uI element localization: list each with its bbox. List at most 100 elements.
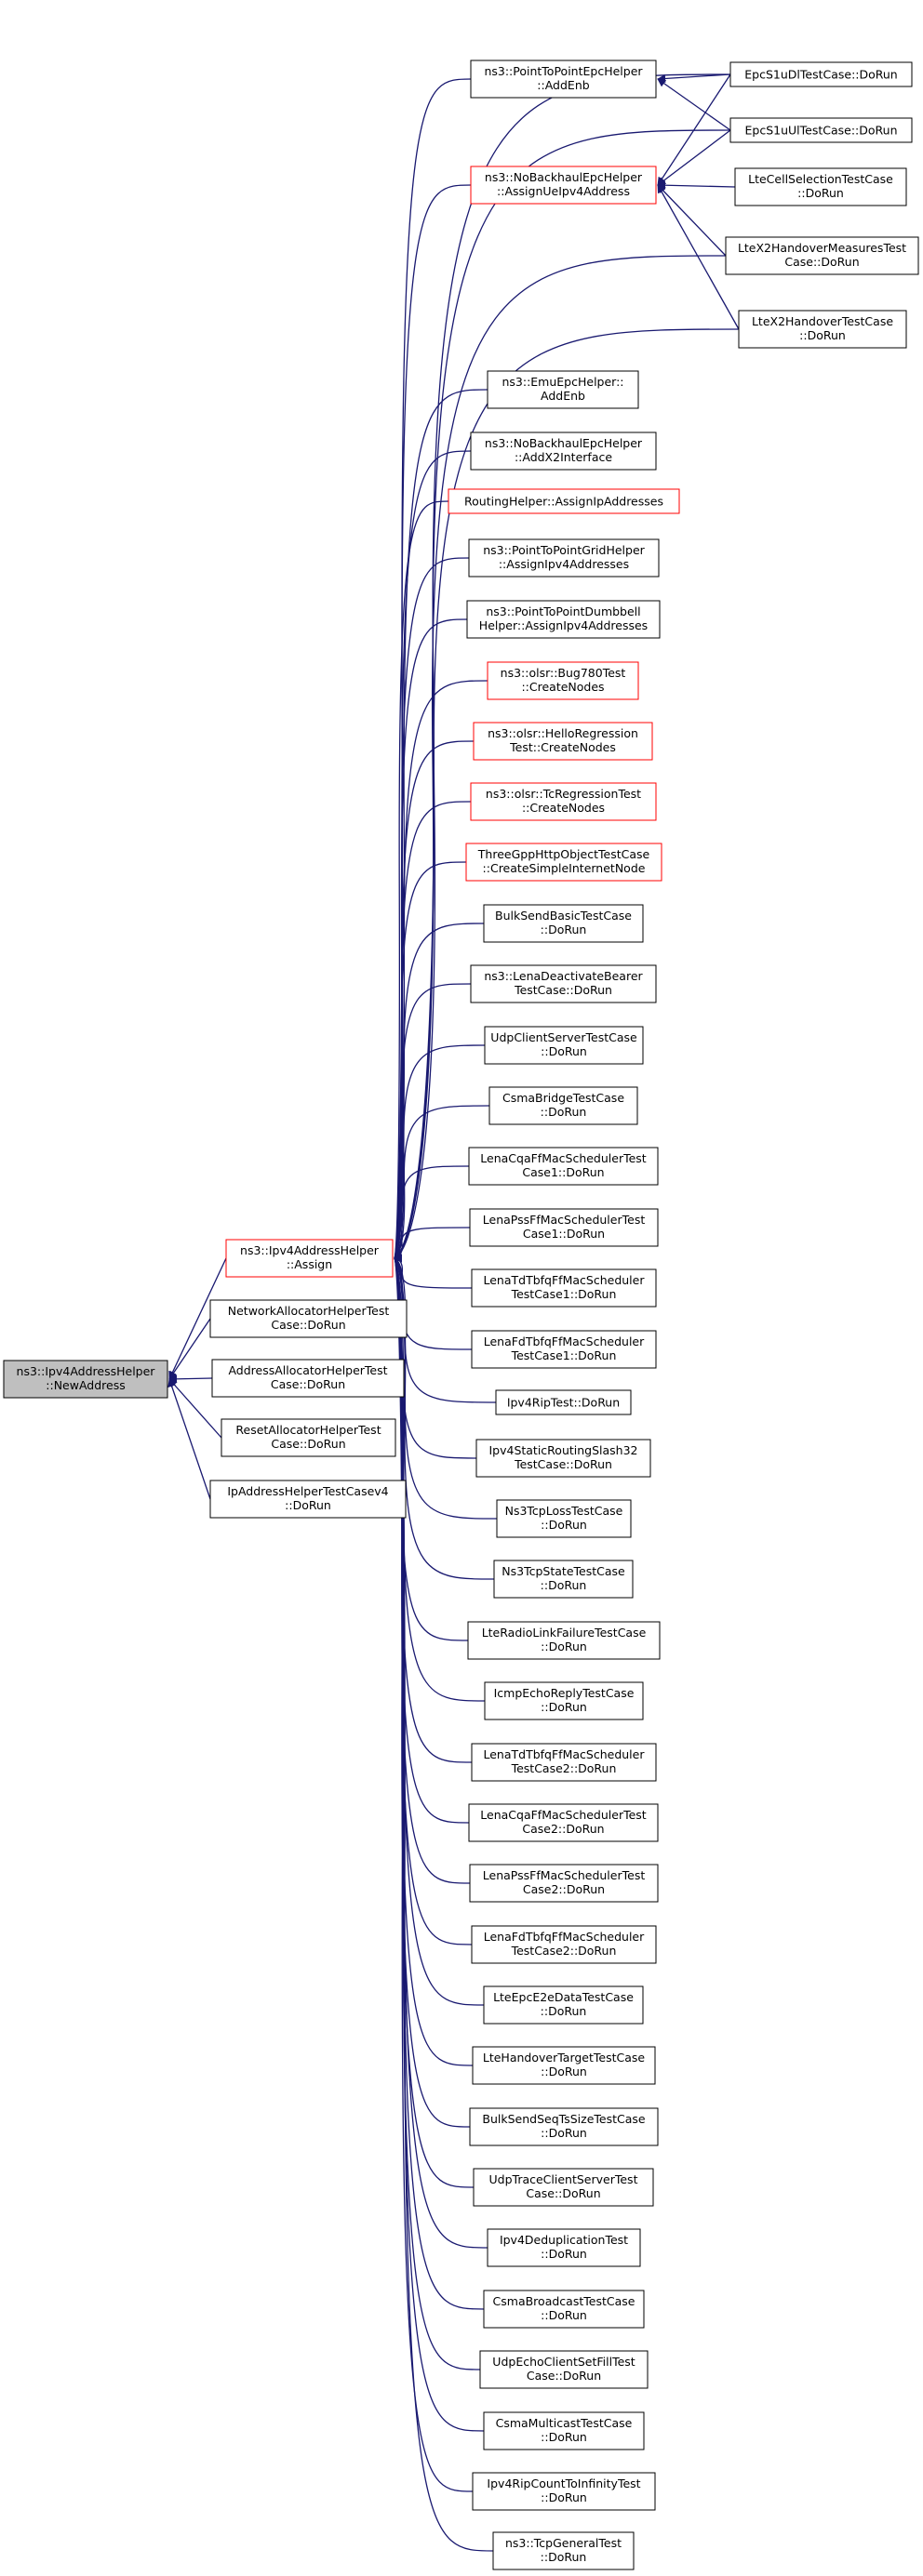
node-assign[interactable]: ns3::Ipv4AddressHelper::Assign <box>225 1239 394 1278</box>
node-ns3tcploss[interactable]: Ns3TcpLossTestCase::DoRun <box>496 1499 632 1538</box>
node-p2pgrid[interactable]: ns3::PointToPointGridHelper::AssignIpv4A… <box>468 538 660 578</box>
node-nbx2[interactable]: ns3::NoBackhaulEpcHelper::AddX2Interface <box>470 432 657 471</box>
node-label-line: AddressAllocatorHelperTest <box>228 1363 387 1377</box>
node-label-line: ::DoRun <box>541 1700 587 1714</box>
node-bulkbasic[interactable]: BulkSendBasicTestCase::DoRun <box>483 904 644 943</box>
edges-layer <box>167 73 740 2552</box>
node-lteradio[interactable]: LteRadioLinkFailureTestCase::DoRun <box>467 1621 661 1660</box>
node-label-line: Case1::DoRun <box>523 1227 605 1241</box>
node-label-line: IcmpEchoReplyTestCase <box>494 1686 635 1700</box>
node-label-line: NetworkAllocatorHelperTest <box>228 1304 390 1318</box>
node-root[interactable]: ns3::Ipv4AddressHelper::NewAddress <box>3 1360 168 1399</box>
node-lteepce2e[interactable]: LteEpcE2eDataTestCase::DoRun <box>483 1985 644 2025</box>
node-ltecell[interactable]: LteCellSelectionTestCase::DoRun <box>734 167 907 206</box>
node-box <box>484 1681 644 1720</box>
node-label-line: BulkSendSeqTsSizeTestCase <box>482 2112 646 2126</box>
node-p2pepc[interactable]: ns3::PointToPointEpcHelper::AddEnb <box>470 60 657 99</box>
node-label-line: Ipv4RipCountToInfinityTest <box>487 2476 640 2490</box>
node-label-line: ns3::LenaDeactivateBearer <box>484 969 643 983</box>
edge-root-resetalloc <box>168 1378 222 1439</box>
node-box <box>469 2107 659 2146</box>
node-routing[interactable]: RoutingHelper::AssignIpAddresses <box>448 488 680 514</box>
node-label-line: ns3::Ipv4AddressHelper <box>17 1364 156 1378</box>
node-icmpecho[interactable]: IcmpEchoReplyTestCase::DoRun <box>484 1681 644 1720</box>
node-label-line: ::DoRun <box>541 1578 587 1592</box>
edge-nobackhaul-epcdl <box>657 73 731 186</box>
node-ipv4ripcount[interactable]: Ipv4RipCountToInfinityTest::DoRun <box>472 2472 656 2511</box>
node-ns3tcpstate[interactable]: Ns3TcpStateTestCase::DoRun <box>493 1560 634 1599</box>
node-label-line: EpcS1uDlTestCase::DoRun <box>744 68 897 82</box>
node-tcpgeneral[interactable]: ns3::TcpGeneralTest::DoRun <box>492 2531 635 2570</box>
node-ltex2[interactable]: LteX2HandoverTestCase::DoRun <box>738 310 907 349</box>
node-label-line: TestCase::DoRun <box>514 1457 612 1471</box>
node-csmabridge[interactable]: CsmaBridgeTestCase::DoRun <box>488 1086 638 1125</box>
node-csmabcast[interactable]: CsmaBroadcastTestCase::DoRun <box>483 2290 645 2329</box>
node-box <box>468 1147 659 1186</box>
node-label-line: ::DoRun <box>541 1105 587 1119</box>
node-udpcs[interactable]: UdpClientServerTestCase::DoRun <box>484 1026 644 1065</box>
node-epcdl[interactable]: EpcS1uDlTestCase::DoRun <box>729 61 913 87</box>
node-box <box>496 1499 632 1538</box>
node-label-line: TestCase1::DoRun <box>511 1348 617 1362</box>
node-label-line: ns3::PointToPointDumbbell <box>486 604 640 618</box>
edge-assign-threegpp <box>394 861 467 1263</box>
node-threegpp[interactable]: ThreeGppHttpObjectTestCase::CreateSimple… <box>465 843 662 882</box>
node-bulkseq[interactable]: BulkSendSeqTsSizeTestCase::DoRun <box>469 2107 659 2146</box>
node-label-line: CsmaMulticastTestCase <box>496 2416 633 2430</box>
node-bug780[interactable]: ns3::olsr::Bug780Test::CreateNodes <box>487 661 639 700</box>
node-hello[interactable]: ns3::olsr::HelloRegressionTest::CreateNo… <box>473 722 653 761</box>
node-label-line: LteHandoverTargetTestCase <box>483 2051 646 2065</box>
node-csmamcast[interactable]: CsmaMulticastTestCase::DoRun <box>483 2411 645 2450</box>
node-emuepc[interactable]: ns3::EmuEpcHelper::AddEnb <box>487 370 639 409</box>
node-box <box>493 1560 634 1599</box>
node-box <box>473 2168 654 2207</box>
edge-assign-ns3tcpstate <box>394 1254 495 1580</box>
node-label-line: Case::DoRun <box>271 1377 345 1391</box>
node-label-line: Ns3TcpLossTestCase <box>505 1504 623 1518</box>
node-label-line: ns3::olsr::Bug780Test <box>501 666 626 680</box>
node-label-line: Case::DoRun <box>784 255 859 269</box>
node-label-line: LenaTdTbfqFfMacScheduler <box>484 1273 646 1287</box>
edge-p2pepc-epcul <box>657 78 731 131</box>
node-box <box>495 1389 632 1415</box>
node-box <box>483 2411 645 2450</box>
node-ipaddrv4[interactable]: IpAddressHelperTestCasev4::DoRun <box>209 1480 407 1519</box>
edge-root-ipaddrv4 <box>167 1378 211 1500</box>
node-label-line: CsmaBroadcastTestCase <box>493 2294 635 2308</box>
node-label-line: ResetAllocatorHelperTest <box>235 1423 381 1437</box>
node-p2pdumb[interactable]: ns3::PointToPointDumbbellHelper::AssignI… <box>466 600 661 639</box>
node-label-line: ::DoRun <box>541 1640 587 1653</box>
node-ipv4dedup[interactable]: Ipv4DeduplicationTest::DoRun <box>487 2228 641 2267</box>
node-epcul[interactable]: EpcS1uUlTestCase::DoRun <box>729 117 913 143</box>
edge-assign-ltex2 <box>394 328 740 1263</box>
node-ipv4rip[interactable]: Ipv4RipTest::DoRun <box>495 1389 632 1415</box>
node-box <box>466 600 661 639</box>
edge-nobackhaul-epcul <box>657 129 731 186</box>
node-tcreg[interactable]: ns3::olsr::TcRegressionTest::CreateNodes <box>470 782 657 821</box>
node-ltehotarget[interactable]: LteHandoverTargetTestCase::DoRun <box>472 2046 656 2085</box>
node-box <box>475 1439 651 1478</box>
nodes-layer: ns3::Ipv4AddressHelper::NewAddressns3::I… <box>3 60 919 2570</box>
node-label-line: UdpClientServerTestCase <box>490 1030 637 1044</box>
node-nobackhaul[interactable]: ns3::NoBackhaulEpcHelper::AssignUeIpv4Ad… <box>470 166 657 205</box>
node-label-line: ns3::NoBackhaulEpcHelper <box>485 170 643 184</box>
node-box <box>209 1299 408 1338</box>
node-box <box>471 1330 657 1369</box>
